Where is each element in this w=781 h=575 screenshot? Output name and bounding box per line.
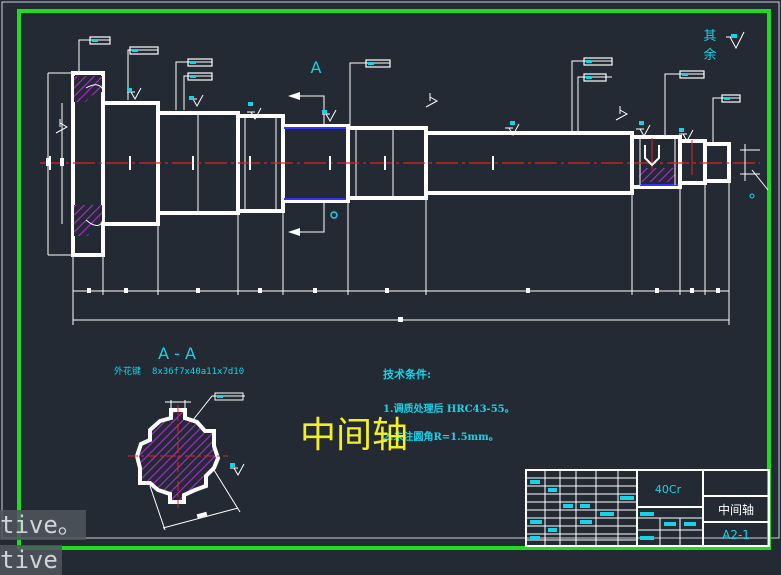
section-marker-label: A bbox=[311, 58, 322, 77]
roughness-note-line1: 其 bbox=[703, 29, 716, 44]
spline-spec: 8x36f7x40a11x7d10 bbox=[152, 367, 244, 377]
roughness-note-line2: 余 bbox=[703, 47, 716, 63]
tech-requirements-heading: 技术条件: bbox=[383, 367, 431, 381]
main-title: 中间轴 bbox=[300, 415, 408, 456]
sheet-border bbox=[1, 1, 780, 539]
overlay-text-line: tive bbox=[0, 545, 62, 575]
tolerance-leaders bbox=[78, 39, 740, 233]
keyway-marks bbox=[644, 138, 693, 175]
drawing-number-label: A2-1 bbox=[722, 528, 750, 542]
material-label: 40Cr bbox=[655, 483, 682, 496]
section-hatching bbox=[74, 76, 678, 236]
roughness-symbols bbox=[55, 31, 745, 143]
title-block-cells bbox=[530, 480, 696, 540]
shaft-main-view bbox=[71, 71, 731, 257]
tech-requirement-item: 1.调质处理后 HRC43-55。 bbox=[383, 402, 515, 415]
overlay-text-line: tive。 bbox=[0, 510, 86, 540]
spline-label: 外花键 bbox=[114, 365, 141, 377]
dimension-tick-marks bbox=[46, 158, 720, 322]
section-aa-view bbox=[128, 392, 245, 531]
title-block bbox=[525, 469, 770, 547]
title-block-grid bbox=[526, 470, 703, 546]
tolerance-frames bbox=[89, 36, 741, 103]
tech-requirement-item: 2.未注圆角R=1.5mm。 bbox=[383, 430, 499, 443]
roughness-values bbox=[92, 34, 755, 219]
section-arrows bbox=[288, 92, 300, 236]
section-title: A - A bbox=[158, 344, 196, 363]
drawing-frame bbox=[17, 9, 771, 550]
part-name-label: 中间轴 bbox=[718, 502, 754, 517]
shaft-inner-lines bbox=[85, 84, 676, 226]
